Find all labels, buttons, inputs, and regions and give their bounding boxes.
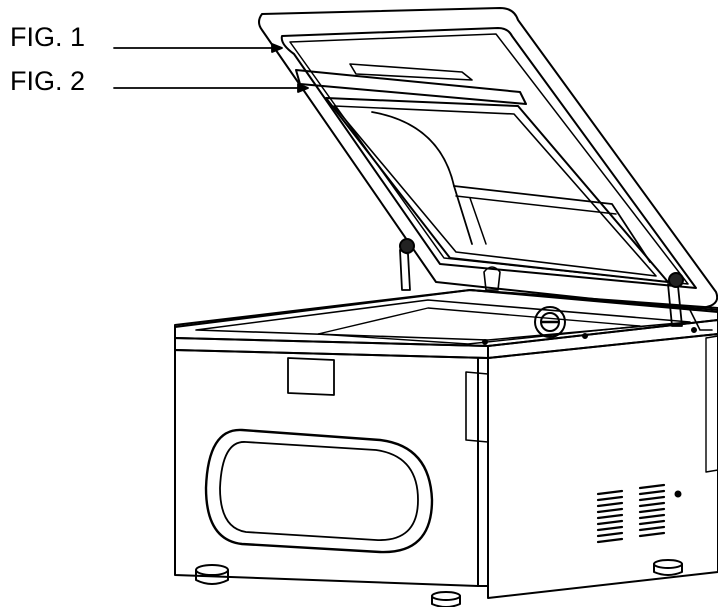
lid-latch <box>483 266 501 291</box>
sealing-bar-top <box>349 63 473 81</box>
body-front-face <box>174 349 489 587</box>
side-indicator-dot <box>674 490 682 498</box>
lid-window-frame <box>325 97 669 283</box>
right-hinge-knob <box>668 272 684 288</box>
rim-screw-2 <box>582 333 588 339</box>
left-hinge-arm <box>399 249 411 291</box>
lid-window-inner-wall <box>469 197 487 245</box>
foot-front-left <box>195 564 229 585</box>
machine-feet <box>195 559 683 607</box>
body-right-face <box>487 333 718 599</box>
corner-label-strip <box>465 371 489 443</box>
lid-window-inner <box>333 105 657 277</box>
tub-inner-rim <box>195 299 691 341</box>
front-oblong-window-inner <box>219 441 419 541</box>
tub-interior-floor <box>317 307 641 345</box>
left-hinge-knob <box>399 238 415 254</box>
sealing-bar <box>295 69 527 105</box>
lid-window-dome <box>371 111 473 245</box>
rim-screw-3 <box>691 327 697 333</box>
lid-window-dome-base <box>453 185 651 263</box>
lid-gasket <box>280 27 697 289</box>
lid-outer-frame <box>258 7 718 311</box>
machine-body <box>174 333 718 599</box>
lid-assembly <box>258 7 718 311</box>
tub-right-band <box>487 319 718 359</box>
front-label-recess <box>287 357 335 396</box>
rim-screw-1 <box>482 339 488 345</box>
lid-gasket-inner <box>289 33 689 285</box>
right-edge-panel <box>705 335 718 473</box>
callout-leaders <box>113 43 309 93</box>
chamber-tub <box>174 289 718 359</box>
hinges <box>399 238 713 331</box>
vent-grille-left <box>596 489 624 544</box>
right-hinge-bracket <box>689 309 713 331</box>
foot-front-right <box>431 591 461 607</box>
callout-label-fig-2: FIG. 2 <box>10 66 86 96</box>
lid-window-dome-line <box>455 195 617 215</box>
vacuum-port-outer <box>534 306 566 338</box>
front-oblong-window-outer <box>204 428 434 554</box>
foot-rear-right <box>653 559 683 576</box>
callout-label-fig-1: FIG. 1 <box>10 22 86 52</box>
vent-grille-right <box>638 483 666 538</box>
